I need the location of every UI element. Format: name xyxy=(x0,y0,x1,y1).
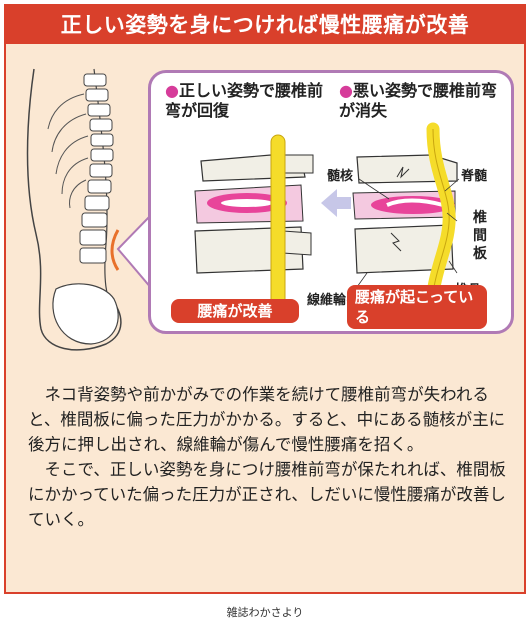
healthy-spine-diagram xyxy=(194,134,314,322)
bullet-icon: ● xyxy=(339,81,353,100)
article-title: 正しい姿勢を身につければ慢性腰痛が改善 xyxy=(6,6,524,44)
label-annulus: 線維輪 xyxy=(307,293,347,308)
article-body: ネコ背姿勢や前かがみでの作業を続けて腰椎前弯が失われると、椎間板に偏った圧力がか… xyxy=(28,382,512,532)
label-nucleus: 髄核 xyxy=(327,169,354,184)
label-disc: 椎間板 xyxy=(473,210,487,262)
result-improved-badge: 腰痛が改善 xyxy=(171,299,299,323)
comparison-panel: ●正しい姿勢で腰椎前弯が回復 ●悪い姿勢で腰椎前弯が消失 xyxy=(148,70,514,334)
result-pain-badge: 腰痛が起こっている xyxy=(347,285,487,329)
article-frame: 正しい姿勢を身につければ慢性腰痛が改善 xyxy=(4,4,526,594)
label-spinal-cord: 脊髄 xyxy=(461,169,488,184)
disc-comparison-diagram xyxy=(194,122,460,328)
source-credit: 雑誌わかさより xyxy=(226,606,304,619)
body-paragraph-2: そこで、正しい姿勢を身につけ腰椎前弯が保たれれば、椎間板にかかっていた偏った圧力… xyxy=(28,460,506,529)
bad-posture-heading: ●悪い姿勢で腰椎前弯が消失 xyxy=(339,81,497,120)
illustration-area: ●正しい姿勢で腰椎前弯が回復 ●悪い姿勢で腰椎前弯が消失 xyxy=(6,44,524,374)
good-posture-heading: ●正しい姿勢で腰椎前弯が回復 xyxy=(165,81,323,120)
damaged-spine-diagram xyxy=(352,122,458,328)
body-paragraph-1: ネコ背姿勢や前かがみでの作業を続けて腰椎前弯が失われると、椎間板に偏った圧力がか… xyxy=(28,385,506,454)
spine-illustration xyxy=(26,68,153,351)
bullet-icon: ● xyxy=(165,81,179,100)
